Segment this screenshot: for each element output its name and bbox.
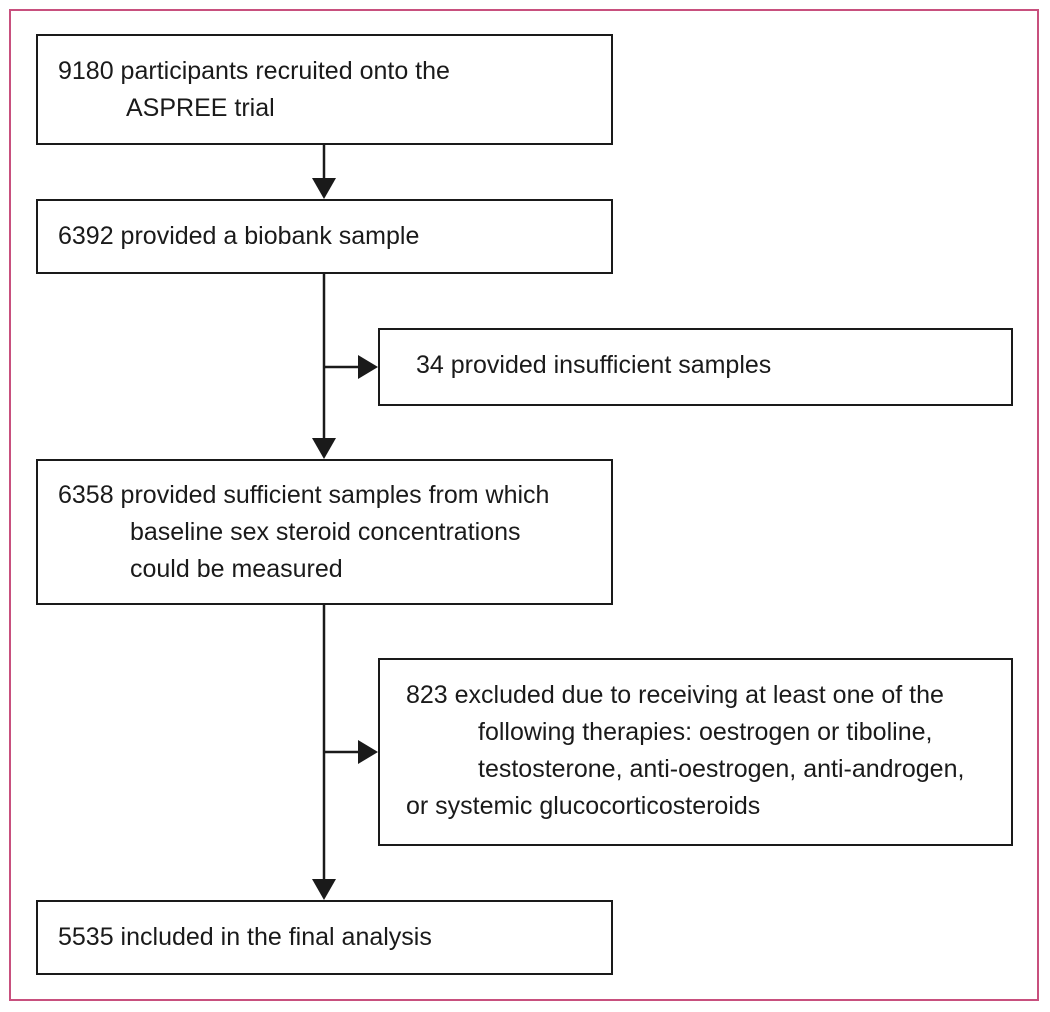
- node-recruited: 9180 participants recruited onto the ASP…: [36, 34, 613, 145]
- node-text-line: 6358 provided sufficient samples from wh…: [58, 481, 550, 509]
- node-sufficient: 6358 provided sufficient samples from wh…: [36, 459, 613, 605]
- node-excluded: 823 excluded due to receiving at least o…: [378, 658, 1013, 846]
- figure-frame: [9, 9, 1039, 1001]
- node-text-line: could be measured: [130, 555, 343, 583]
- node-text-line: ASPREE trial: [126, 94, 275, 122]
- node-insufficient: 34 provided insufficient samples: [378, 328, 1013, 406]
- node-text-line: baseline sex steroid concentrations: [130, 518, 521, 546]
- node-text-line: 823 excluded due to receiving at least o…: [406, 681, 944, 709]
- node-biobank: 6392 provided a biobank sample: [36, 199, 613, 274]
- node-text-line: 34 provided insufficient samples: [416, 351, 772, 379]
- node-text-line: 5535 included in the final analysis: [58, 923, 432, 951]
- node-text-line: 6392 provided a biobank sample: [58, 222, 420, 250]
- node-text-line: or systemic glucocorticosteroids: [406, 792, 761, 820]
- node-text-line: testosterone, anti-oestrogen, anti-andro…: [478, 755, 965, 783]
- node-text-line: following therapies: oestrogen or tiboli…: [478, 718, 933, 746]
- node-text-line: 9180 participants recruited onto the: [58, 57, 450, 85]
- node-final: 5535 included in the final analysis: [36, 900, 613, 975]
